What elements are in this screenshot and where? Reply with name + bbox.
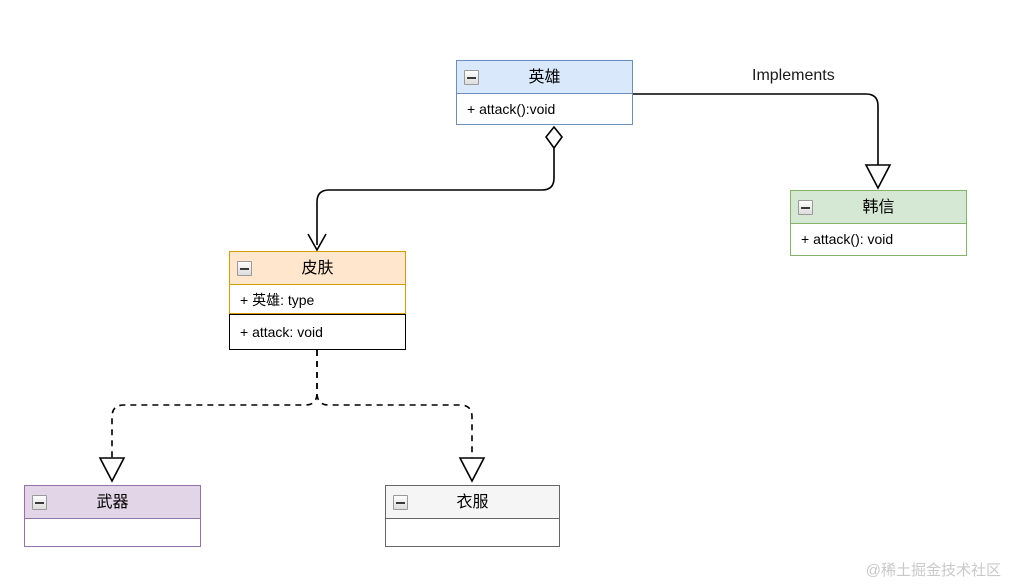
open-arrowhead <box>307 233 327 252</box>
uml-class-clothes-member <box>386 519 559 550</box>
uml-class-hero[interactable]: 英雄 + attack():void <box>456 60 633 125</box>
hollow-diamond-decoration <box>544 125 564 150</box>
uml-class-clothes-header: 衣服 <box>386 486 559 519</box>
minus-box-icon[interactable] <box>464 70 479 85</box>
hollow-triangle-arrowhead <box>98 457 126 483</box>
uml-class-skin-method: + attack: void <box>240 324 323 340</box>
uml-class-clothes-title: 衣服 <box>456 494 489 511</box>
edge-aggregation[interactable] <box>307 125 564 252</box>
minus-box-icon[interactable] <box>32 495 47 510</box>
uml-class-weapon-title: 武器 <box>96 494 129 511</box>
uml-class-hanxin[interactable]: 韩信 + attack(): void <box>790 190 967 256</box>
edge-skin-clothes[interactable] <box>316 350 486 483</box>
uml-class-hero-header: 英雄 <box>457 61 632 94</box>
uml-class-skin-attribute: + 英雄: type <box>240 292 315 308</box>
uml-class-hanxin-title: 韩信 <box>862 199 895 216</box>
hollow-triangle-arrowhead <box>458 457 486 483</box>
uml-class-hero-title: 英雄 <box>528 69 561 86</box>
uml-class-hero-member: + attack():void <box>467 101 556 117</box>
minus-box-icon[interactable] <box>798 200 813 215</box>
uml-class-skin-title: 皮肤 <box>301 260 334 277</box>
hollow-triangle-arrowhead <box>864 164 892 190</box>
edge-implements[interactable] <box>633 93 892 190</box>
watermark: @稀土掘金技术社区 <box>865 562 1001 579</box>
uml-class-weapon-header: 武器 <box>25 486 200 519</box>
uml-class-weapon-member <box>25 519 200 550</box>
uml-class-skin[interactable]: 皮肤 + 英雄: type <box>229 251 406 314</box>
uml-class-hanxin-header: 韩信 <box>791 191 966 224</box>
uml-class-hanxin-member: + attack(): void <box>801 231 894 247</box>
uml-class-skin-header: 皮肤 <box>230 252 405 285</box>
edge-label-implements: Implements <box>752 67 835 84</box>
uml-class-clothes[interactable]: 衣服 <box>385 485 560 547</box>
uml-class-skin-methods-compartment[interactable]: + attack: void <box>229 314 406 350</box>
minus-box-icon[interactable] <box>393 495 408 510</box>
minus-box-icon[interactable] <box>237 261 252 276</box>
edge-skin-weapon[interactable] <box>98 350 318 483</box>
uml-class-weapon[interactable]: 武器 <box>24 485 201 547</box>
